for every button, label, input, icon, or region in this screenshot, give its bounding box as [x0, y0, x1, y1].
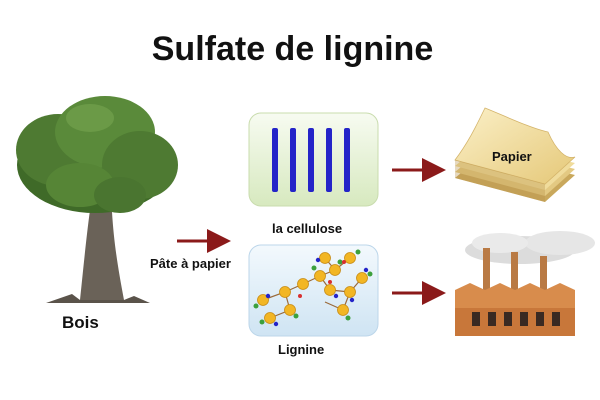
tree-icon [16, 96, 178, 303]
lignin-label: Lignine [278, 342, 325, 357]
diagram-title: Sulfate de lignine [151, 30, 434, 68]
paper-label: Papier [492, 149, 532, 164]
factory-icon [455, 231, 595, 336]
cellulose-label: la cellulose [272, 221, 343, 236]
lignin-molecule-icon [248, 244, 379, 337]
cellulose-icon [248, 112, 379, 207]
pulp-label: Pâte à papier [150, 256, 231, 271]
paper-icon [454, 107, 576, 202]
wood-label: Bois [62, 313, 99, 332]
